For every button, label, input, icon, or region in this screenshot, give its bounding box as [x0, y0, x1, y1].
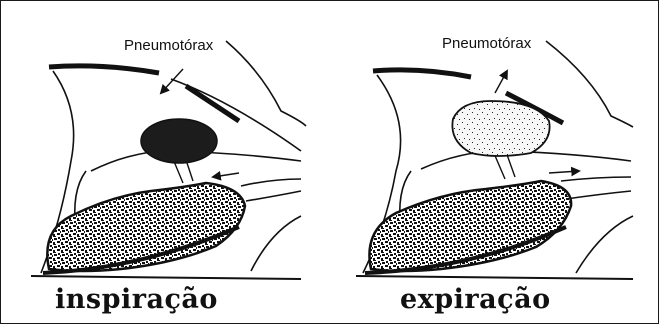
apex-line-left: [226, 41, 306, 126]
apex-line-right: [546, 41, 633, 127]
pointer-arrow-right: [495, 71, 507, 93]
pointer-arrow-left: [161, 69, 183, 93]
diaphragm-line-left-2: [246, 191, 301, 201]
baseline-left: [31, 276, 301, 279]
lower-edge-left: [251, 216, 301, 271]
chest-wall-left-2: [186, 86, 239, 121]
caption-expiration: expiração: [400, 284, 551, 315]
caption-inspiration: inspiração: [55, 284, 218, 315]
chest-wall-left: [49, 66, 159, 73]
chest-wall-right: [373, 70, 471, 77]
lower-edge-right: [576, 216, 633, 273]
baseline-right: [356, 276, 633, 279]
lesion-dark: [141, 119, 217, 163]
airflow-arrow-right: [549, 171, 579, 173]
airflow-arrow-left: [213, 173, 239, 177]
lesion-light: [452, 101, 549, 156]
pneumothorax-label-right: Pneumotórax: [442, 35, 531, 52]
pneumothorax-label-left: Pneumotórax: [124, 37, 213, 54]
diaphragm-line-right: [561, 177, 631, 181]
diaphragm-line-right-2: [566, 191, 631, 199]
diaphragm-line-left: [241, 179, 301, 186]
